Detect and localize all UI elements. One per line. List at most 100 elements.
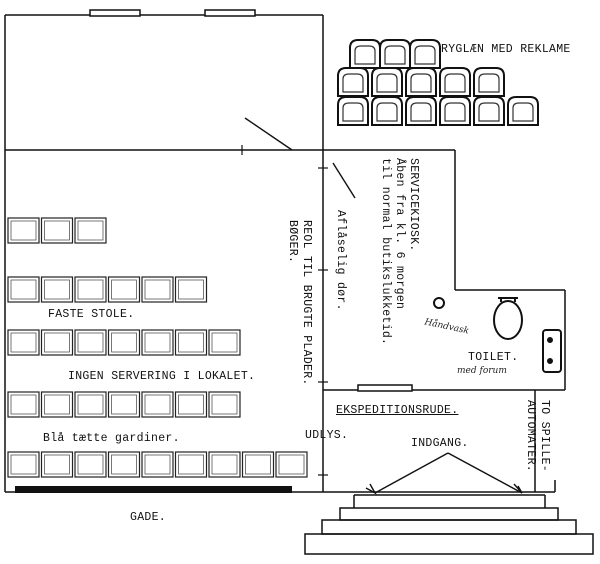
chair-seat bbox=[141, 329, 174, 356]
chair-seat-inner bbox=[211, 394, 238, 415]
chair-seat bbox=[174, 276, 208, 303]
seat-back bbox=[473, 67, 505, 97]
aflaaselig-label: Aflåselig dør. bbox=[334, 210, 347, 311]
spille-line-2: AUTOMATER. bbox=[524, 400, 537, 473]
top-windows bbox=[89, 9, 256, 17]
chair-seat-inner bbox=[178, 454, 204, 475]
chair-seat bbox=[208, 329, 241, 356]
chair-seat-inner bbox=[44, 279, 70, 300]
chair-seat bbox=[141, 391, 174, 418]
chair-seat bbox=[208, 451, 241, 478]
chair-seat-inner bbox=[10, 454, 37, 475]
chair-seat-inner bbox=[10, 332, 37, 353]
chair-seat bbox=[275, 451, 308, 478]
kiosk-label: SERVICEKIOSK. Åben fra kl. 6 morgen til … bbox=[378, 158, 420, 388]
chair-seat-inner bbox=[44, 220, 70, 241]
wall-ticks bbox=[241, 145, 328, 476]
seat-back-inner bbox=[342, 102, 364, 122]
seat-back-inner bbox=[342, 73, 364, 93]
seat-back-inner bbox=[512, 102, 534, 122]
chair-seat bbox=[174, 451, 208, 478]
spille-line-1: TO SPILLE- bbox=[538, 400, 551, 473]
chair-seat bbox=[40, 391, 74, 418]
seat-back bbox=[371, 67, 403, 97]
chair-seat-inner bbox=[77, 394, 104, 415]
chair-seat-inner bbox=[178, 279, 204, 300]
chair-seat bbox=[40, 276, 74, 303]
reol-line-2: BØGER. bbox=[286, 220, 299, 264]
seat-back bbox=[409, 39, 441, 69]
chair-seat-inner bbox=[77, 454, 104, 475]
chair-seat-inner bbox=[178, 332, 204, 353]
chair-seat-inner bbox=[111, 394, 137, 415]
chair-seat-inner bbox=[10, 220, 37, 241]
spilleautomater-label: TO SPILLE- AUTOMATER. bbox=[523, 400, 551, 490]
entrance-stairs bbox=[304, 494, 594, 555]
kiosk-line-3: til normal butikslukketid. bbox=[379, 158, 392, 346]
chair-seat bbox=[7, 391, 40, 418]
chair-seat bbox=[74, 329, 107, 356]
chair-seat-inner bbox=[144, 394, 171, 415]
seat-back bbox=[405, 67, 437, 97]
chair-seat bbox=[208, 391, 241, 418]
chair-seat-inner bbox=[10, 279, 37, 300]
seat-back-inner bbox=[354, 45, 376, 65]
kiosk-line-1: SERVICEKIOSK. bbox=[407, 158, 420, 252]
chair-seat bbox=[7, 329, 40, 356]
chair-seat-inner bbox=[77, 220, 104, 241]
chair-seat-inner bbox=[44, 454, 70, 475]
seat-back-inner bbox=[444, 73, 466, 93]
chair-seat bbox=[141, 276, 174, 303]
ryglaen-label: RYGLÆN MED REKLAME bbox=[441, 43, 571, 56]
chair-seat-inner bbox=[144, 454, 171, 475]
seat-back-inner bbox=[376, 73, 398, 93]
seat-back bbox=[473, 96, 505, 126]
chair-seat bbox=[141, 451, 174, 478]
reol-line-1: REOL TIL BRUGTE PLADER. bbox=[300, 220, 313, 386]
toilet-fixtures bbox=[433, 297, 562, 373]
chair-seat bbox=[7, 276, 40, 303]
chair-seat bbox=[107, 391, 141, 418]
seat-back bbox=[337, 67, 369, 97]
chair-seat bbox=[40, 329, 74, 356]
chair-seat bbox=[174, 391, 208, 418]
gade-label: GADE. bbox=[130, 511, 167, 524]
chair-seat-inner bbox=[178, 394, 204, 415]
faste-stole-label: FASTE STOLE. bbox=[48, 308, 135, 321]
seat-back-inner bbox=[444, 102, 466, 122]
chair-seat-inner bbox=[44, 332, 70, 353]
seat-back-inner bbox=[410, 102, 432, 122]
chair-seat-inner bbox=[144, 332, 171, 353]
seat-back-inner bbox=[376, 102, 398, 122]
chair-seat-inner bbox=[77, 279, 104, 300]
seat-back-inner bbox=[384, 45, 406, 65]
chair-seat-inner bbox=[10, 394, 37, 415]
chair-seat bbox=[107, 329, 141, 356]
chair-seat-inner bbox=[211, 454, 238, 475]
seat-back bbox=[439, 96, 471, 126]
seat-back bbox=[507, 96, 539, 126]
chair-seat bbox=[7, 451, 40, 478]
toilet-label: TOILET. bbox=[468, 351, 519, 364]
ekspedition-label: EKSPEDITIONSRUDE. bbox=[336, 404, 459, 417]
seat-back-inner bbox=[478, 73, 500, 93]
reol-label: REOL TIL BRUGTE PLADER. BØGER. bbox=[285, 220, 313, 420]
toilet-note: med forum bbox=[457, 366, 507, 376]
chair-seat-inner bbox=[111, 332, 137, 353]
seat-back bbox=[405, 96, 437, 126]
chair-seat bbox=[40, 451, 74, 478]
ingen-servering-label: INGEN SERVERING I LOKALET. bbox=[68, 370, 256, 383]
chair-seat-inner bbox=[77, 332, 104, 353]
gardiner-label: Blå tætte gardiner. bbox=[43, 432, 180, 445]
seat-back-inner bbox=[478, 102, 500, 122]
seat-back-inner bbox=[410, 73, 432, 93]
indgang-label: INDGANG. bbox=[411, 437, 469, 450]
chair-seat bbox=[74, 276, 107, 303]
chair-seat-inner bbox=[111, 279, 137, 300]
seat-back bbox=[439, 67, 471, 97]
chair-seat-inner bbox=[245, 454, 271, 475]
udlys-label: UDLYS. bbox=[305, 429, 349, 442]
